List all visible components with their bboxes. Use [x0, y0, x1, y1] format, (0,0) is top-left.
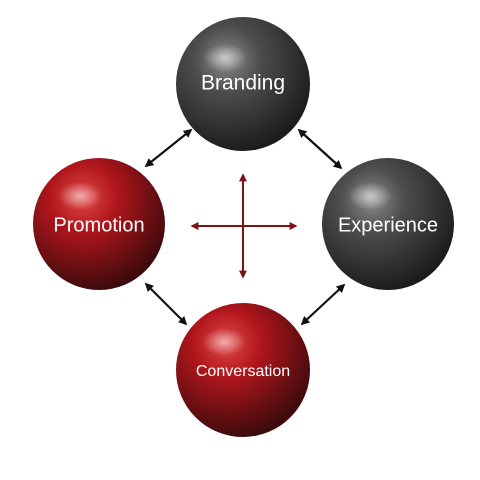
center-cross-arrow — [190, 173, 298, 279]
promotion-gloss — [58, 182, 102, 210]
conversation-gloss — [202, 328, 246, 356]
connector-promotion-branding — [144, 128, 193, 168]
branding-label: Branding — [201, 72, 285, 95]
node-promotion: Promotion — [33, 158, 165, 290]
connector-experience-conversation — [300, 283, 346, 326]
experience-label: Experience — [338, 214, 438, 236]
experience-gloss — [348, 182, 392, 210]
promotion-label: Promotion — [53, 214, 144, 236]
node-branding: Branding — [176, 17, 310, 151]
connector-branding-experience — [297, 128, 343, 170]
node-conversation: Conversation — [176, 303, 310, 437]
node-experience: Experience — [322, 158, 454, 290]
conversation-label: Conversation — [196, 363, 290, 380]
branding-gloss — [203, 44, 247, 72]
connectors — [144, 128, 346, 326]
connector-promotion-conversation — [144, 282, 188, 326]
